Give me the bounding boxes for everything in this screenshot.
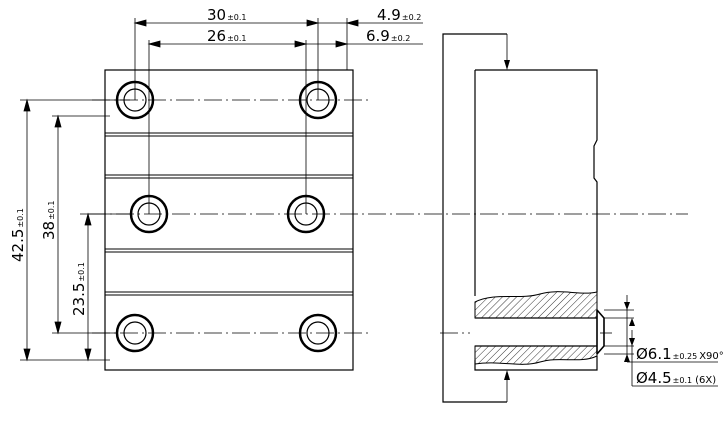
svg-text:26±0.1: 26±0.1 [207, 27, 247, 45]
dim-26: 26±0.1 [207, 27, 247, 45]
dim-42-5: 42.5±0.1 [9, 208, 27, 262]
side-inner-profile [475, 69, 598, 292]
svg-text:6.9±0.2: 6.9±0.2 [366, 27, 410, 45]
dim-4-9: 4.9±0.2 [377, 6, 421, 24]
front-view [20, 18, 688, 371]
svg-text:42.5±0.1: 42.5±0.1 [9, 208, 27, 262]
rail-lines [105, 132, 353, 296]
dim-38: 38±0.1 [40, 200, 58, 240]
dim-30: 30±0.1 [207, 6, 247, 24]
dim-6-9: 6.9±0.2 [366, 27, 410, 45]
dimension-lines [23, 19, 423, 362]
dim-dia-4-5: Ø4.5±0.1(6X) [636, 369, 716, 387]
section-hatch-bottom [474, 345, 598, 365]
plate-outline [104, 69, 354, 371]
side-outline [442, 33, 507, 403]
center-lines [88, 99, 688, 334]
hole-bottom-right [298, 313, 338, 353]
section-hatch-top [474, 291, 598, 319]
svg-text:38±0.1: 38±0.1 [40, 200, 58, 240]
svg-text:30±0.1: 30±0.1 [207, 6, 247, 24]
side-view [442, 33, 718, 403]
svg-text:4.9±0.2: 4.9±0.2 [377, 6, 421, 24]
svg-text:Ø4.5±0.1(6X): Ø4.5±0.1(6X) [636, 369, 716, 387]
dim-23-5: 23.5±0.1 [70, 262, 88, 316]
svg-text:23.5±0.1: 23.5±0.1 [70, 262, 88, 316]
